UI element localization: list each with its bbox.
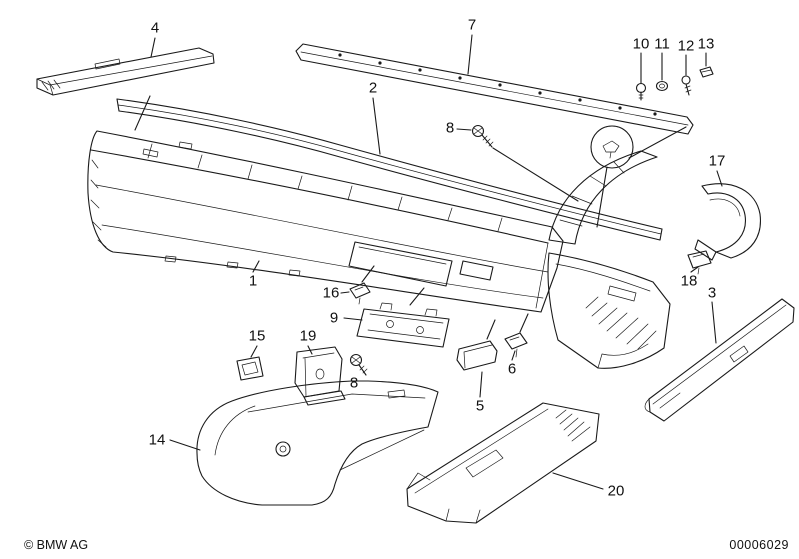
part-17-bracket xyxy=(694,183,761,261)
part-5-bracket xyxy=(456,340,498,371)
part-label-12: 12 xyxy=(677,37,695,55)
part-label-4: 4 xyxy=(150,19,160,37)
part-11-grommet xyxy=(655,80,669,92)
part-18-clip xyxy=(687,250,712,275)
part-label-19: 19 xyxy=(299,327,317,345)
part-3-side-trim xyxy=(644,298,795,422)
part-label-14: 14 xyxy=(148,431,166,449)
part-label-7: 7 xyxy=(467,16,477,34)
part-10-rivet xyxy=(635,82,647,101)
part-label-20: 20 xyxy=(607,482,625,500)
part-1-bumper-cover xyxy=(87,130,564,313)
bumper-right-section xyxy=(547,252,671,369)
part-6-clip xyxy=(504,332,528,358)
assembly-lines xyxy=(134,95,687,340)
diagram-number: 00006029 xyxy=(729,538,789,552)
part-label-15: 15 xyxy=(248,327,266,345)
part-19-bracket xyxy=(294,346,346,406)
part-label-11: 11 xyxy=(654,35,670,53)
copyright-text: © BMW AG xyxy=(24,538,89,552)
part-8-screw-bottom xyxy=(349,353,368,376)
part-9-plate xyxy=(356,302,450,348)
leader-lines xyxy=(150,34,723,490)
part-label-6: 6 xyxy=(507,360,517,378)
part-20-lower-cover xyxy=(406,402,600,524)
part-15-grommet xyxy=(236,356,264,381)
part-16-clip xyxy=(349,282,371,305)
part-label-1: 1 xyxy=(248,272,258,290)
part-label-9: 9 xyxy=(329,309,339,327)
part-12-screw xyxy=(681,75,692,96)
magnifier-detail xyxy=(590,125,634,169)
corner-gasket xyxy=(548,150,658,245)
part-7-top-strip xyxy=(295,43,694,135)
part-label-3: 3 xyxy=(707,284,717,302)
part-4-corner-strip xyxy=(36,47,215,96)
part-label-8: 8 xyxy=(349,374,359,392)
part-2-gasket-strip xyxy=(116,98,663,241)
part-label-17: 17 xyxy=(708,152,726,170)
part-label-5: 5 xyxy=(475,397,485,415)
part-8-screw-top xyxy=(471,124,494,148)
part-label-2: 2 xyxy=(368,79,378,97)
part-label-13: 13 xyxy=(697,35,715,53)
part-label-16: 16 xyxy=(322,284,340,302)
part-label-10: 10 xyxy=(632,35,650,53)
part-label-8: 8 xyxy=(445,119,455,137)
part-14-wheelarch-cover xyxy=(196,380,439,506)
part-13-cap-nut xyxy=(699,66,714,78)
part-label-18: 18 xyxy=(680,272,698,290)
